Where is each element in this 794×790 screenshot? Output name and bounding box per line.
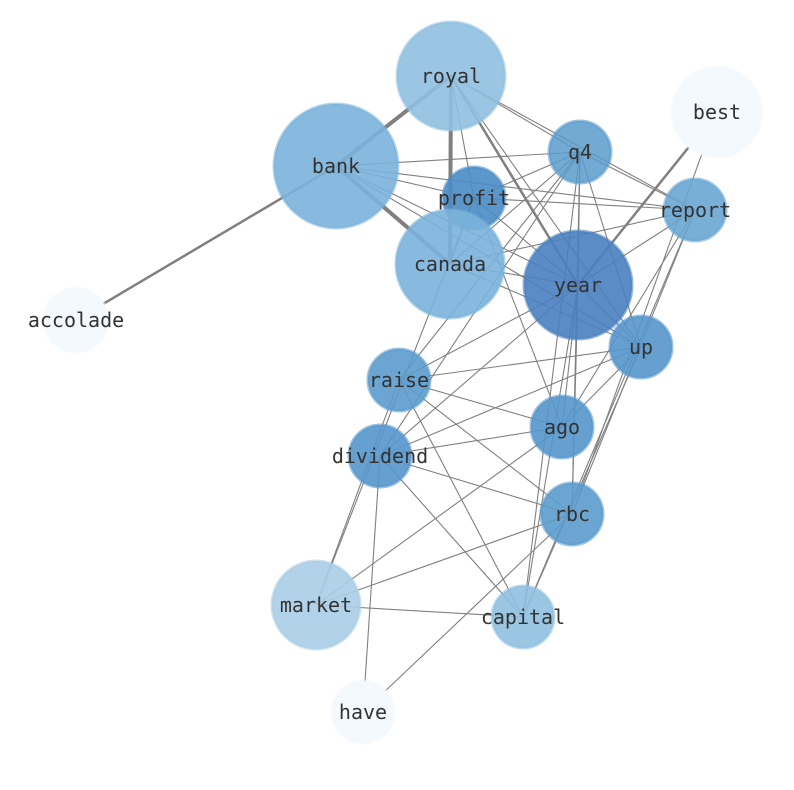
node-bank[interactable]: bank xyxy=(272,102,400,230)
node-circle-year[interactable] xyxy=(522,229,634,341)
edge-up-capital xyxy=(522,346,642,618)
node-circle-accolade[interactable] xyxy=(42,286,110,354)
node-label-bank: bank xyxy=(312,154,360,178)
node-label-q4: q4 xyxy=(568,140,592,164)
edge-dividend-rbc xyxy=(379,455,573,515)
node-label-royal: royal xyxy=(421,64,481,88)
edge-rbc-have xyxy=(362,513,573,713)
node-circle-dividend[interactable] xyxy=(347,423,413,489)
node-circle-canada[interactable] xyxy=(394,208,506,320)
edge-up-raise xyxy=(398,346,642,381)
node-label-accolade: accolade xyxy=(28,308,124,332)
node-circle-q4[interactable] xyxy=(547,119,613,185)
edge-ago-market xyxy=(315,426,563,606)
node-circle-ago[interactable] xyxy=(529,394,595,460)
nodes-layer: royal bank q4 best profit report canada year acc… xyxy=(28,20,764,745)
edge-report-capital xyxy=(522,209,696,618)
node-have[interactable]: have xyxy=(330,679,396,745)
node-capital[interactable]: capital xyxy=(481,584,565,650)
node-circle-rbc[interactable] xyxy=(539,481,605,547)
edge-dividend-capital xyxy=(379,455,524,618)
node-circle-best[interactable] xyxy=(670,65,764,159)
node-label-dividend: dividend xyxy=(332,444,428,468)
node-label-year: year xyxy=(554,273,602,297)
node-accolade[interactable]: accolade xyxy=(28,286,124,354)
edge-raise-rbc xyxy=(398,379,573,515)
node-up[interactable]: up xyxy=(608,314,674,380)
node-q4[interactable]: q4 xyxy=(547,119,613,185)
node-canada[interactable]: canada xyxy=(394,208,506,320)
node-label-capital: capital xyxy=(481,605,565,629)
edge-profit-report xyxy=(473,197,696,211)
node-market[interactable]: market xyxy=(270,559,362,651)
node-label-up: up xyxy=(629,335,653,359)
node-circle-report[interactable] xyxy=(662,177,728,243)
node-circle-have[interactable] xyxy=(330,679,396,745)
node-circle-market[interactable] xyxy=(270,559,362,651)
node-raise[interactable]: raise xyxy=(366,347,432,413)
node-circle-royal[interactable] xyxy=(395,20,507,132)
node-ago[interactable]: ago xyxy=(529,394,595,460)
node-label-have: have xyxy=(339,700,387,724)
node-label-rbc: rbc xyxy=(554,502,590,526)
node-label-raise: raise xyxy=(369,368,429,392)
node-royal[interactable]: royal xyxy=(395,20,507,132)
node-label-canada: canada xyxy=(414,252,486,276)
node-label-profit: profit xyxy=(438,186,510,210)
node-circle-up[interactable] xyxy=(608,314,674,380)
edge-dividend-have xyxy=(362,455,381,713)
node-best[interactable]: best xyxy=(670,65,764,159)
node-circle-capital[interactable] xyxy=(490,584,556,650)
node-report[interactable]: report xyxy=(659,177,731,243)
node-label-market: market xyxy=(280,593,352,617)
node-label-ago: ago xyxy=(544,415,580,439)
node-year[interactable]: year xyxy=(522,229,634,341)
edge-up-dividend xyxy=(379,346,642,457)
node-circle-bank[interactable] xyxy=(272,102,400,230)
edge-raise-capital xyxy=(398,379,524,618)
node-label-best: best xyxy=(693,100,741,124)
node-rbc[interactable]: rbc xyxy=(539,481,605,547)
node-label-report: report xyxy=(659,198,731,222)
node-circle-raise[interactable] xyxy=(366,347,432,413)
node-dividend[interactable]: dividend xyxy=(332,423,428,489)
